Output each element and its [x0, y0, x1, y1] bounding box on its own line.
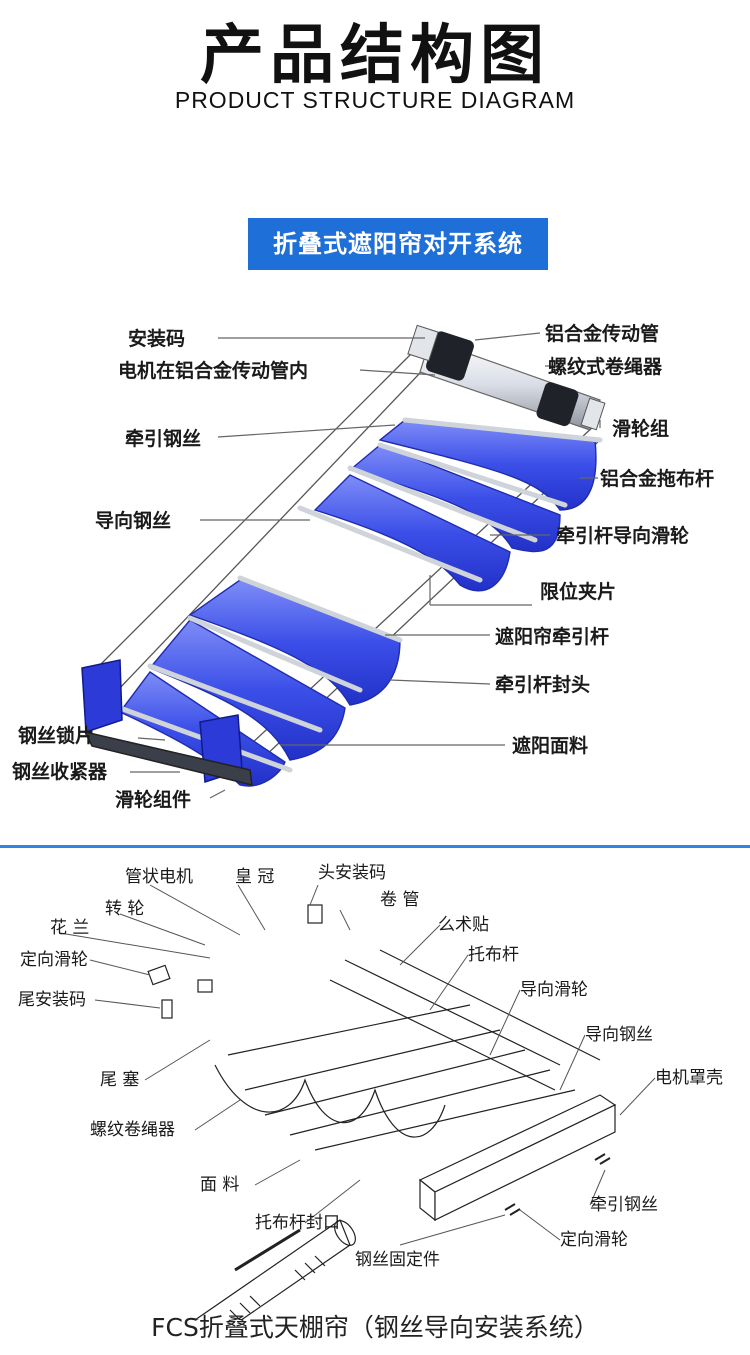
label-rope-winder: 螺纹式卷绳器	[548, 355, 663, 378]
label-head-mount: 头安装码	[318, 863, 386, 883]
label-tail-mount: 尾安装码	[18, 990, 86, 1010]
page-title: 产品结构图	[200, 19, 550, 93]
label-fabric2: 面 料	[200, 1175, 239, 1195]
label-bar-cap: 托布杆封口	[255, 1213, 340, 1233]
page-subtitle: PRODUCT STRUCTURE DIAGRAM	[174, 87, 576, 113]
label-guide-wire: 导向钢丝	[95, 509, 171, 532]
drive-pipe	[407, 324, 606, 431]
label-motor-cover: 电机罩壳	[655, 1068, 723, 1088]
awning-diagram: 安装码 电机在铝合金传动管内 牵引钢丝 导向钢丝 钢丝锁片 钢丝收紧器 滑轮组件…	[12, 322, 714, 811]
exploded-leader-lines	[59, 884, 656, 1246]
label-wire-fixer: 钢丝固定件	[355, 1250, 440, 1270]
label-pulley-group: 滑轮组	[612, 417, 669, 440]
label-fixed-pulley-bottom: 定向滑轮	[560, 1230, 628, 1250]
label-motor: 电机在铝合金传动管内	[118, 359, 308, 382]
leader-lines	[130, 332, 601, 799]
end-plates	[81, 659, 253, 786]
section-divider	[0, 845, 750, 848]
label-limit-clip: 限位夹片	[540, 580, 616, 603]
system-banner: 折叠式遮阳帘对开系统	[248, 218, 548, 270]
label-traction-rod: 遮阳帘牵引杆	[495, 625, 609, 648]
label-roller-tube: 卷 管	[380, 890, 419, 910]
exploded-diagram: 管状电机 皇 冠 头安装码 卷 管 转 轮 花 兰 定向滑轮 尾安装码 么术贴 …	[18, 863, 723, 1320]
left-labels: 安装码 电机在铝合金传动管内 牵引钢丝 导向钢丝 钢丝锁片 钢丝收紧器 滑轮组件	[12, 327, 308, 811]
label-drive-pipe: 铝合金传动管	[545, 322, 659, 345]
label-flange: 花 兰	[50, 918, 89, 938]
label-tubular-motor: 管状电机	[125, 867, 193, 887]
label-rotor: 转 轮	[105, 899, 144, 919]
label-fabric: 遮阳面料	[512, 734, 588, 757]
exploded-labels: 管状电机 皇 冠 头安装码 卷 管 转 轮 花 兰 定向滑轮 尾安装码 么术贴 …	[18, 863, 723, 1270]
label-rod-cap: 牵引杆封头	[495, 673, 590, 696]
upper-fabric	[313, 419, 597, 592]
label-velcro: 么术贴	[438, 915, 489, 935]
label-wire-tensioner: 钢丝收紧器	[12, 760, 108, 783]
exploded-drawing	[147, 904, 617, 1320]
right-labels: 铝合金传动管 螺纹式卷绳器 滑轮组 铝合金拖布杆 牵引杆导向滑轮 限位夹片 遮阳…	[495, 322, 714, 757]
label-fixed-pulley-top: 定向滑轮	[20, 950, 88, 970]
label-guide-pulley: 牵引杆导向滑轮	[556, 524, 689, 547]
label-wire-lock: 钢丝锁片	[18, 724, 94, 747]
footer-caption: FCS折叠式天棚帘（钢丝导向安装系统）	[151, 1313, 599, 1342]
label-mount: 安装码	[128, 327, 185, 350]
label-guide-pulley2: 导向滑轮	[520, 980, 588, 1000]
label-traction-wire: 牵引钢丝	[125, 427, 201, 450]
label-tail-plug: 尾 塞	[100, 1070, 139, 1090]
label-rope-winder2: 螺纹卷绳器	[90, 1120, 175, 1140]
label-guide-wire2: 导向钢丝	[585, 1025, 653, 1045]
label-crown: 皇 冠	[235, 867, 274, 887]
label-bar: 托布杆	[468, 945, 519, 965]
label-pulley-assembly: 滑轮组件	[115, 788, 191, 811]
label-drag-rod: 铝合金拖布杆	[600, 467, 714, 490]
label-traction-wire2: 牵引钢丝	[590, 1195, 658, 1215]
